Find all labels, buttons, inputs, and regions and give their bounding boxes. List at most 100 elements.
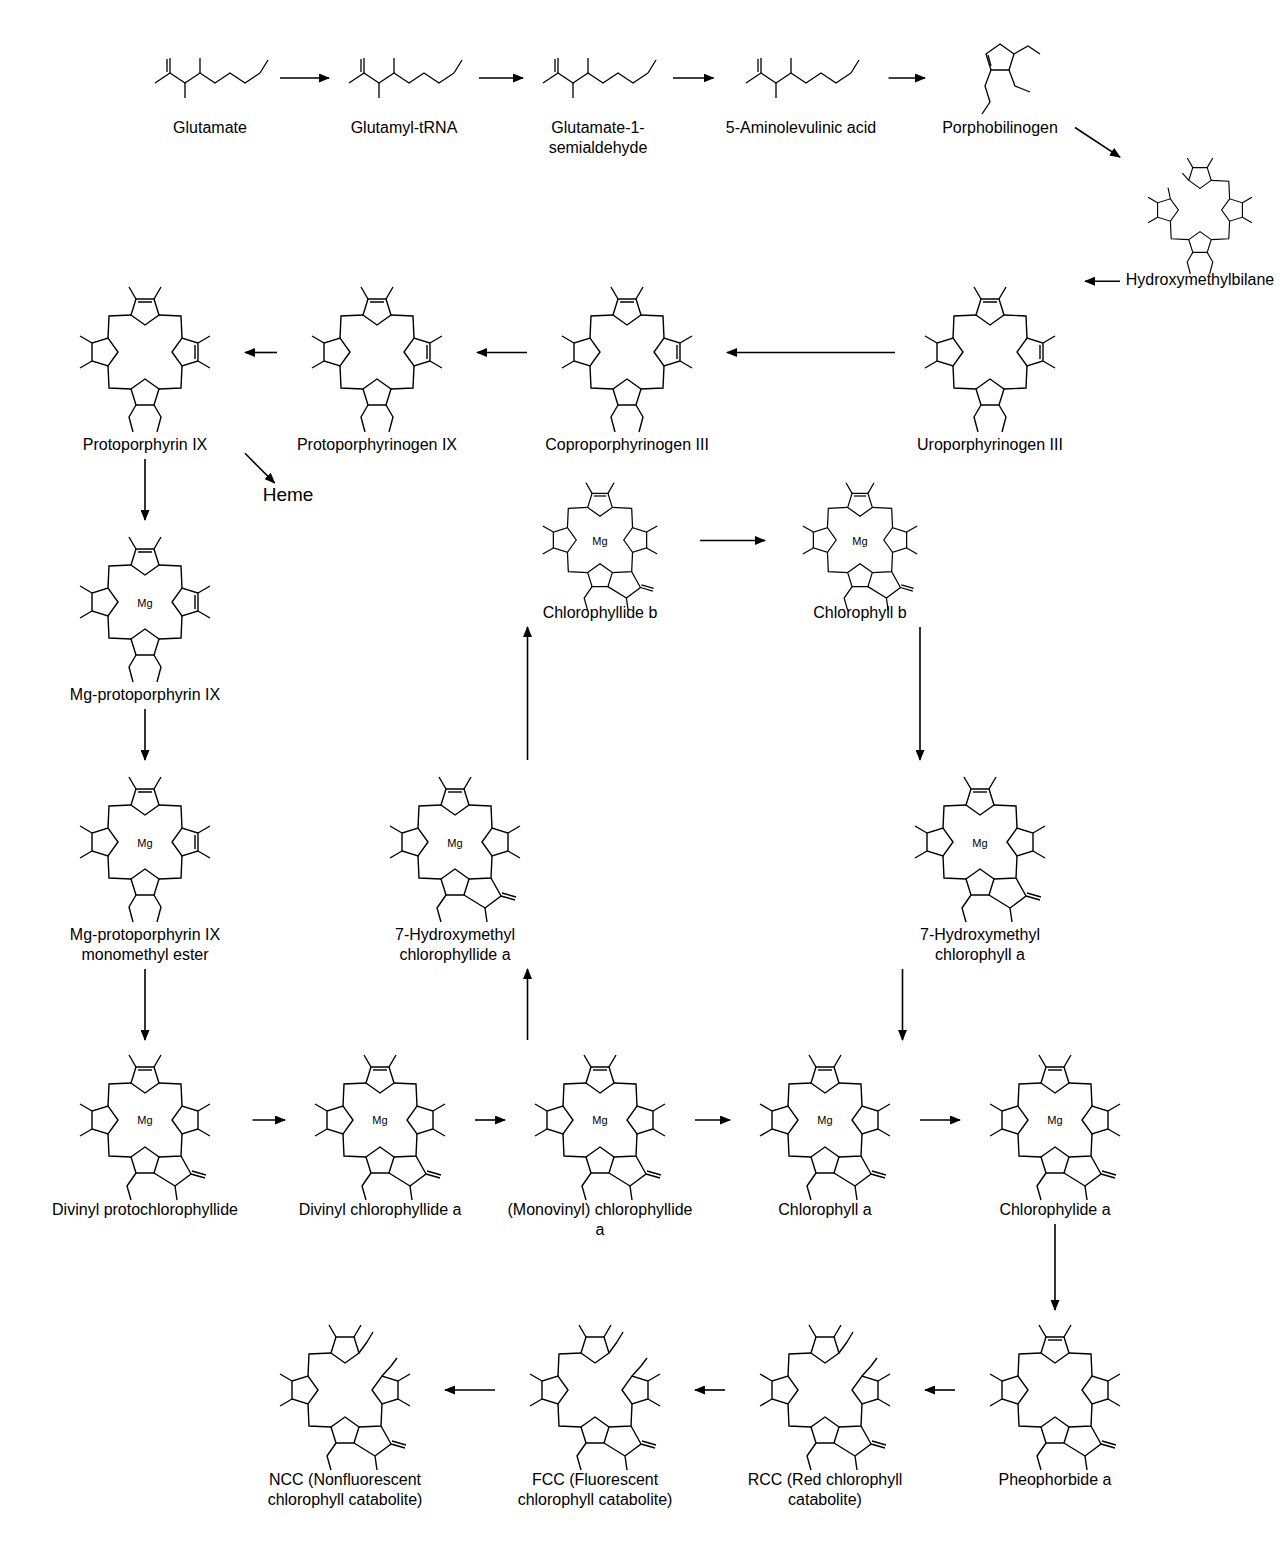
compound-name: Protoporphyrin IX [45,435,245,455]
compound-name: Divinyl protochlorophyllide [38,1200,253,1220]
reaction-arrow [727,352,895,354]
atom-label: Mg [591,1114,608,1126]
compound-name: Chlorophyllide b [500,603,700,623]
structure-space [495,1310,695,1470]
compound-name: Hydroxymethylbilane [1120,270,1280,290]
structure-space [45,270,245,435]
compound-node: Porphobilinogen [925,38,1075,142]
compound-node: (Monovinyl) chlorophyllide a [505,1040,695,1244]
reaction-arrow [475,1119,505,1121]
compound-node: Divinyl protochlorophyllide [38,1040,253,1224]
compound-node: Heme [253,483,323,510]
reaction-arrow [477,352,527,354]
compound-node: Hydroxymethylbilane [1120,150,1280,294]
structure-space [527,270,727,435]
compound-name: Mg-protoporphyrin IX monomethyl ester [40,925,250,965]
compound-name: Mg-protoporphyrin IX [45,685,245,705]
compound-name: Protoporphyrinogen IX [277,435,477,455]
compound-node: Glutamate-1- semialdehyde [523,38,673,162]
compound-node: Protoporphyrinogen IX [277,270,477,459]
atom-label: Mg [136,837,153,849]
structure-space [714,38,889,118]
reaction-arrow [920,1119,960,1121]
compound-node: 7-Hydroxymethyl chlorophyllide a [355,760,555,969]
compound-name: (Monovinyl) chlorophyllide a [505,1200,695,1240]
compound-node: Chlorophyll a [730,1040,920,1224]
structure-space [523,38,673,118]
reaction-arrow [479,77,523,79]
reaction-arrow [902,969,904,1040]
compound-node: Mg-protoporphyrin IX monomethyl ester [40,760,250,969]
reaction-arrow [144,459,146,520]
structure-space [955,1310,1155,1470]
reaction-arrow [1085,280,1120,282]
reaction-arrow [919,627,921,760]
reaction-arrow [889,77,926,79]
compound-node: Coproporphyrinogen III [527,270,727,459]
reaction-arrow [245,453,275,483]
reaction-arrow [245,352,277,354]
structure-space [277,270,477,435]
compound-name: Glutamate [140,118,280,138]
atom-label: Mg [446,837,463,849]
atom-label: Mg [1046,1114,1063,1126]
compound-name: Chlorophylide a [960,1200,1150,1220]
compound-node: 7-Hydroxymethyl chlorophyll a [880,760,1080,969]
reaction-arrow [1054,1224,1056,1310]
compound-name: Glutamyl-tRNA [329,118,479,138]
structure-space [895,270,1085,435]
atom-label: Mg [136,1114,153,1126]
reaction-arrow [527,627,529,760]
compound-name: Porphobilinogen [925,118,1075,138]
compound-node: Chlorophyllide b [500,478,700,627]
structure-space [1120,150,1280,270]
compound-node: Glutamate [140,38,280,142]
reaction-arrow [695,1119,730,1121]
reaction-arrow [673,77,714,79]
structure-space [725,1310,925,1470]
structure-space [925,38,1075,118]
reaction-arrow [280,77,329,79]
compound-name: RCC (Red chlorophyll catabolite) [725,1470,925,1510]
reaction-arrow [695,1389,725,1391]
compound-node: NCC (Nonfluorescent chlorophyll cataboli… [245,1310,445,1514]
atom-label: Mg [591,535,608,547]
reaction-arrow [144,709,146,760]
compound-name: 7-Hydroxymethyl chlorophyllide a [355,925,555,965]
compound-name: Uroporphyrinogen III [895,435,1085,455]
reaction-arrow [445,1389,495,1391]
compound-name: Chlorophyll a [730,1200,920,1220]
compound-node: Pheophorbide a [955,1310,1155,1494]
compound-name: Pheophorbide a [955,1470,1155,1490]
reaction-arrow [925,1389,955,1391]
compound-node: Glutamyl-tRNA [329,38,479,142]
compound-node: Chlorophyll b [765,478,955,627]
atom-label: Mg [971,837,988,849]
reaction-arrow [700,540,765,542]
compound-node: Protoporphyrin IX [45,270,245,459]
compound-node: Divinyl chlorophyllide a [285,1040,475,1224]
reaction-arrow [253,1119,286,1121]
compound-name: 5-Aminolevulinic acid [714,118,889,138]
compound-name: Glutamate-1- semialdehyde [523,118,673,158]
compound-name: Chlorophyll b [765,603,955,623]
compound-node: RCC (Red chlorophyll catabolite) [725,1310,925,1514]
reaction-arrow [144,969,146,1040]
compound-node: FCC (Fluorescent chlorophyll catabolite) [495,1310,695,1514]
compound-name: NCC (Nonfluorescent chlorophyll cataboli… [245,1470,445,1510]
reaction-arrow [1075,128,1120,158]
structure-space [140,38,280,118]
compound-name: 7-Hydroxymethyl chlorophyll a [880,925,1080,965]
compound-node: Mg-protoporphyrin IX [45,520,245,709]
atom-label: Mg [136,597,153,609]
structure-space [245,1310,445,1470]
compound-name: Heme [253,483,323,506]
compound-name: Divinyl chlorophyllide a [285,1200,475,1220]
atom-label: Mg [851,535,868,547]
compound-name: FCC (Fluorescent chlorophyll catabolite) [495,1470,695,1510]
compound-node: Uroporphyrinogen III [895,270,1085,459]
compound-node: 5-Aminolevulinic acid [714,38,889,142]
